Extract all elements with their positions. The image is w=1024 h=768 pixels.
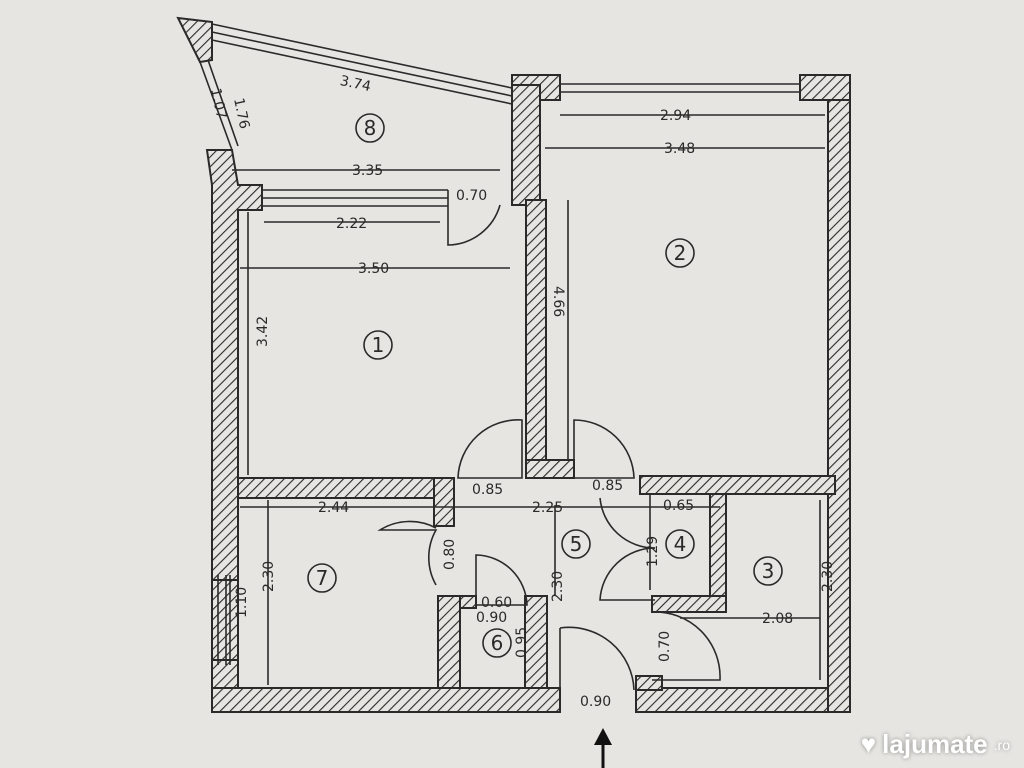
room-number-5: 5 — [570, 532, 583, 556]
dim-door1: 0.85 — [472, 482, 503, 498]
walls — [176, 16, 851, 713]
dim-room3-depth: 2.30 — [820, 561, 836, 592]
dim-balcony-length: 3.74 — [338, 73, 372, 95]
dimension-lines — [229, 114, 825, 685]
dim-balcony-width: 3.35 — [352, 163, 383, 179]
dim-room3-width: 2.08 — [762, 611, 793, 627]
dim-room7-window: 1.10 — [234, 587, 250, 618]
dim-room1-width: 3.50 — [358, 261, 389, 277]
dimension-labels: 3.74 1.76 1.07 3.35 0.70 2.22 3.50 3.42 … — [207, 73, 836, 710]
windows — [199, 23, 800, 665]
dim-room6-width: 0.90 — [476, 610, 507, 626]
dim-room2-width: 3.48 — [664, 141, 695, 157]
dim-hall-depth: 2.30 — [550, 571, 566, 602]
dim-room2-depth: 4.66 — [550, 286, 566, 317]
room-number-1: 1 — [372, 333, 385, 357]
watermark-tld: .ro — [993, 736, 1010, 753]
dim-balcony-door: 0.70 — [456, 188, 487, 204]
heart-logo-icon: ♥ — [860, 729, 877, 759]
dim-room6-depth: 0.95 — [514, 627, 530, 658]
dim-room7-depth: 2.30 — [261, 561, 277, 592]
dim-entrance-door: 0.90 — [580, 694, 611, 710]
room-number-4: 4 — [674, 532, 687, 556]
room-number-6: 6 — [491, 631, 504, 655]
room-labels: 1 2 3 4 5 6 7 8 — [307, 113, 783, 658]
dim-balcony-side-inner: 1.07 — [207, 87, 229, 121]
dim-balcony-side-outer: 1.76 — [230, 97, 252, 131]
room-number-8: 8 — [364, 116, 377, 140]
dim-room2-window: 2.94 — [660, 108, 691, 124]
room-number-7: 7 — [316, 566, 329, 590]
dim-closet-width: 0.65 — [663, 498, 694, 514]
dim-room7-width: 2.44 — [318, 500, 349, 516]
dim-room1-depth: 3.42 — [255, 316, 271, 347]
dim-door3: 0.70 — [657, 631, 673, 662]
doors — [377, 190, 721, 691]
dim-door2: 0.85 — [592, 478, 623, 494]
watermark: ♥ lajumate .ro — [861, 729, 1010, 760]
room-number-3: 3 — [762, 559, 775, 583]
dim-hall-length: 2.25 — [532, 500, 563, 516]
room-number-2: 2 — [674, 241, 687, 265]
watermark-brand: lajumate — [882, 729, 988, 759]
dim-door6: 0.60 — [481, 595, 512, 611]
dim-closet-depth: 1.29 — [645, 536, 661, 567]
entrance-arrow-icon — [594, 728, 612, 768]
dim-room1-window: 2.22 — [336, 216, 367, 232]
dim-door7: 0.80 — [442, 539, 458, 570]
